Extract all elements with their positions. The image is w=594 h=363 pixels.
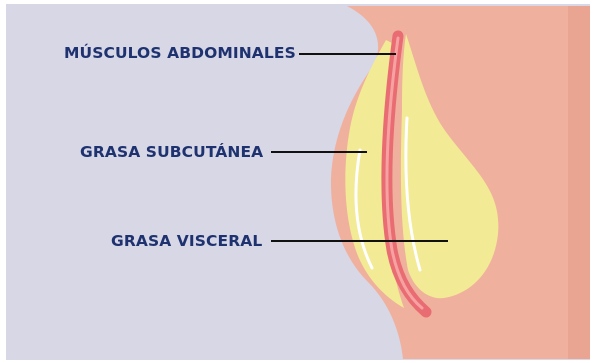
label-grasa-subcutanea: GRASA SUBCUTÁNEA (80, 143, 263, 161)
skin-edge-shade (568, 6, 590, 359)
label-musculos-abdominales: MÚSCULOS ABDOMINALES (64, 44, 296, 62)
label-grasa-visceral: GRASA VISCERAL (111, 232, 262, 250)
